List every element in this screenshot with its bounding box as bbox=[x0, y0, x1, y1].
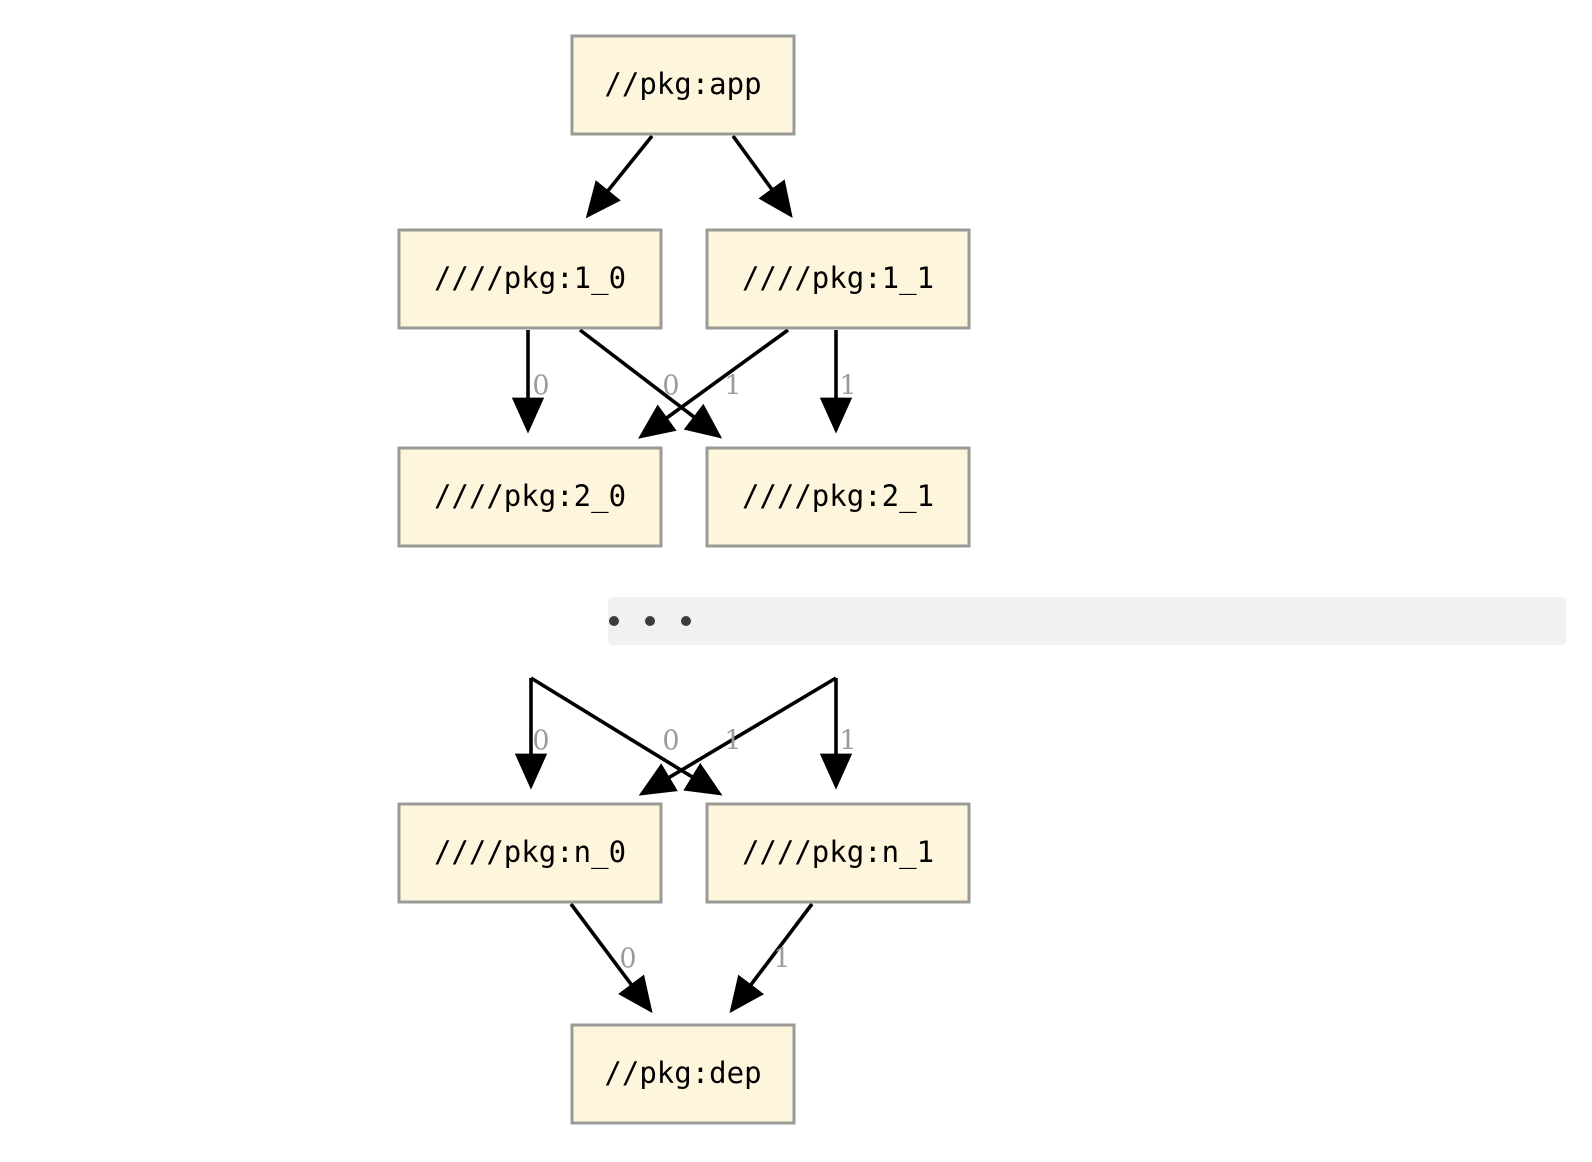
node-ln_1[interactable]: ////pkg:n_1 bbox=[705, 802, 971, 904]
edge-nprev-to-n_1 bbox=[530, 676, 723, 796]
edge-label-1_0-to-2_1: 0 bbox=[662, 371, 679, 402]
edge-label-n_0-to-dep: 0 bbox=[619, 944, 636, 975]
edge-label-nprev2-to-n_0: 1 bbox=[724, 726, 741, 757]
ellipsis-dot bbox=[645, 616, 655, 626]
node-box-l2_1[interactable] bbox=[705, 446, 971, 548]
edge-app-to-1_1 bbox=[731, 134, 793, 218]
node-label-l1_1: ////pkg:1_1 bbox=[742, 261, 934, 296]
node-box-app[interactable] bbox=[570, 34, 796, 136]
edge-label-1_1-to-2_0: 1 bbox=[724, 371, 741, 402]
ellipsis-dot bbox=[681, 616, 691, 626]
nodes-layer: //pkg:app ////pkg:1_0 ////pkg:1_1 ////pkg:2… bbox=[397, 34, 971, 1125]
node-label-l1_0: ////pkg:1_0 bbox=[434, 261, 626, 296]
edge-label-1_1-to-2_1: 1 bbox=[839, 371, 856, 402]
node-label-l2_1: ////pkg:2_1 bbox=[742, 479, 934, 514]
ellipsis-band bbox=[608, 597, 1566, 645]
edge-1_1-to-2_0 bbox=[638, 328, 790, 439]
edge-nprev2-to-n_0 bbox=[638, 676, 837, 796]
node-l2_0[interactable]: ////pkg:2_0 bbox=[397, 446, 663, 548]
node-l2_1[interactable]: ////pkg:2_1 bbox=[705, 446, 971, 548]
edge-label-n_1-to-dep: 1 bbox=[773, 944, 790, 975]
node-label-dep: //pkg:dep bbox=[604, 1056, 761, 1090]
node-box-dep[interactable] bbox=[570, 1023, 796, 1125]
edge-label-nprev2-to-n_1: 1 bbox=[839, 726, 856, 757]
node-label-app: //pkg:app bbox=[604, 67, 761, 101]
ellipsis-dot bbox=[609, 616, 619, 626]
node-ln_0[interactable]: ////pkg:n_0 bbox=[397, 802, 663, 904]
node-label-ln_1: ////pkg:n_1 bbox=[742, 835, 934, 870]
node-box-l1_1[interactable] bbox=[705, 228, 971, 330]
edges-layer bbox=[511, 134, 853, 1014]
edge-labels-layer: 0 0 1 1 0 0 1 1 0 1 bbox=[532, 371, 856, 975]
node-l1_1[interactable]: ////pkg:1_1 bbox=[705, 228, 971, 330]
node-box-ln_1[interactable] bbox=[705, 802, 971, 904]
edge-n_1-to-dep bbox=[729, 902, 814, 1014]
node-label-ln_0: ////pkg:n_0 bbox=[434, 835, 626, 870]
edge-app-to-1_0 bbox=[585, 134, 654, 219]
ellipsis-separator bbox=[608, 597, 1566, 645]
node-box-ln_0[interactable] bbox=[397, 802, 663, 904]
node-label-l2_0: ////pkg:2_0 bbox=[434, 479, 626, 514]
edge-label-nprev-to-n_0: 0 bbox=[532, 726, 549, 757]
edge-label-1_0-to-2_0: 0 bbox=[532, 371, 549, 402]
node-app[interactable]: //pkg:app bbox=[570, 34, 796, 136]
node-dep[interactable]: //pkg:dep bbox=[570, 1023, 796, 1125]
node-l1_0[interactable]: ////pkg:1_0 bbox=[397, 228, 663, 330]
node-box-l2_0[interactable] bbox=[397, 446, 663, 548]
node-box-l1_0[interactable] bbox=[397, 228, 663, 330]
edge-n_0-to-dep bbox=[569, 902, 653, 1014]
edge-label-nprev-to-n_1: 0 bbox=[662, 726, 679, 757]
edge-1_0-to-2_1 bbox=[578, 328, 723, 439]
